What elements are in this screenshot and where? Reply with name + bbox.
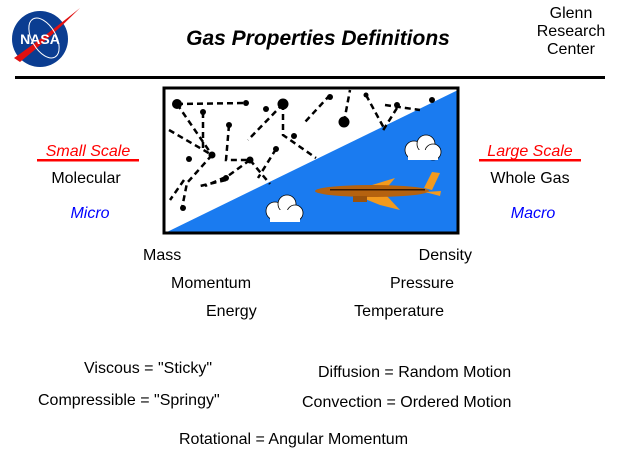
definition-viscous: Viscous = "Sticky" xyxy=(84,360,212,377)
large-scale-label: Large Scale xyxy=(487,143,572,160)
nasa-logo: NASA xyxy=(12,8,80,67)
molecular-label: Molecular xyxy=(51,170,121,187)
macro-label: Macro xyxy=(511,205,556,222)
molecules xyxy=(172,92,435,211)
definition-compressible: Compressible = "Springy" xyxy=(38,392,220,409)
property-pressure: Pressure xyxy=(390,275,454,292)
molecule-paths xyxy=(168,89,421,209)
definition-convection: Convection = Ordered Motion xyxy=(302,394,511,411)
large-scale-underline xyxy=(479,159,581,162)
cloud-icon xyxy=(265,194,304,222)
property-momentum: Momentum xyxy=(171,275,251,292)
definition-rotational: Rotational = Angular Momentum xyxy=(179,431,408,448)
small-scale-label: Small Scale xyxy=(46,143,131,160)
small-scale-underline xyxy=(37,159,139,162)
center-line-1: Glenn xyxy=(550,5,593,22)
micro-label: Micro xyxy=(70,205,109,222)
center-line-2: Research xyxy=(537,23,605,40)
gas-diagram xyxy=(162,86,460,235)
header-divider xyxy=(15,76,605,79)
center-line-3: Center xyxy=(547,41,596,58)
page-title: Gas Properties Definitions xyxy=(186,27,450,50)
logo-text: NASA xyxy=(20,31,60,47)
property-mass: Mass xyxy=(143,247,181,264)
cloud-icon xyxy=(404,134,442,161)
whole-gas-label: Whole Gas xyxy=(490,170,569,187)
airplane-icon xyxy=(315,172,441,210)
property-temperature: Temperature xyxy=(354,303,444,320)
definition-diffusion: Diffusion = Random Motion xyxy=(318,364,511,381)
property-energy: Energy xyxy=(206,303,257,320)
property-density: Density xyxy=(419,247,472,264)
